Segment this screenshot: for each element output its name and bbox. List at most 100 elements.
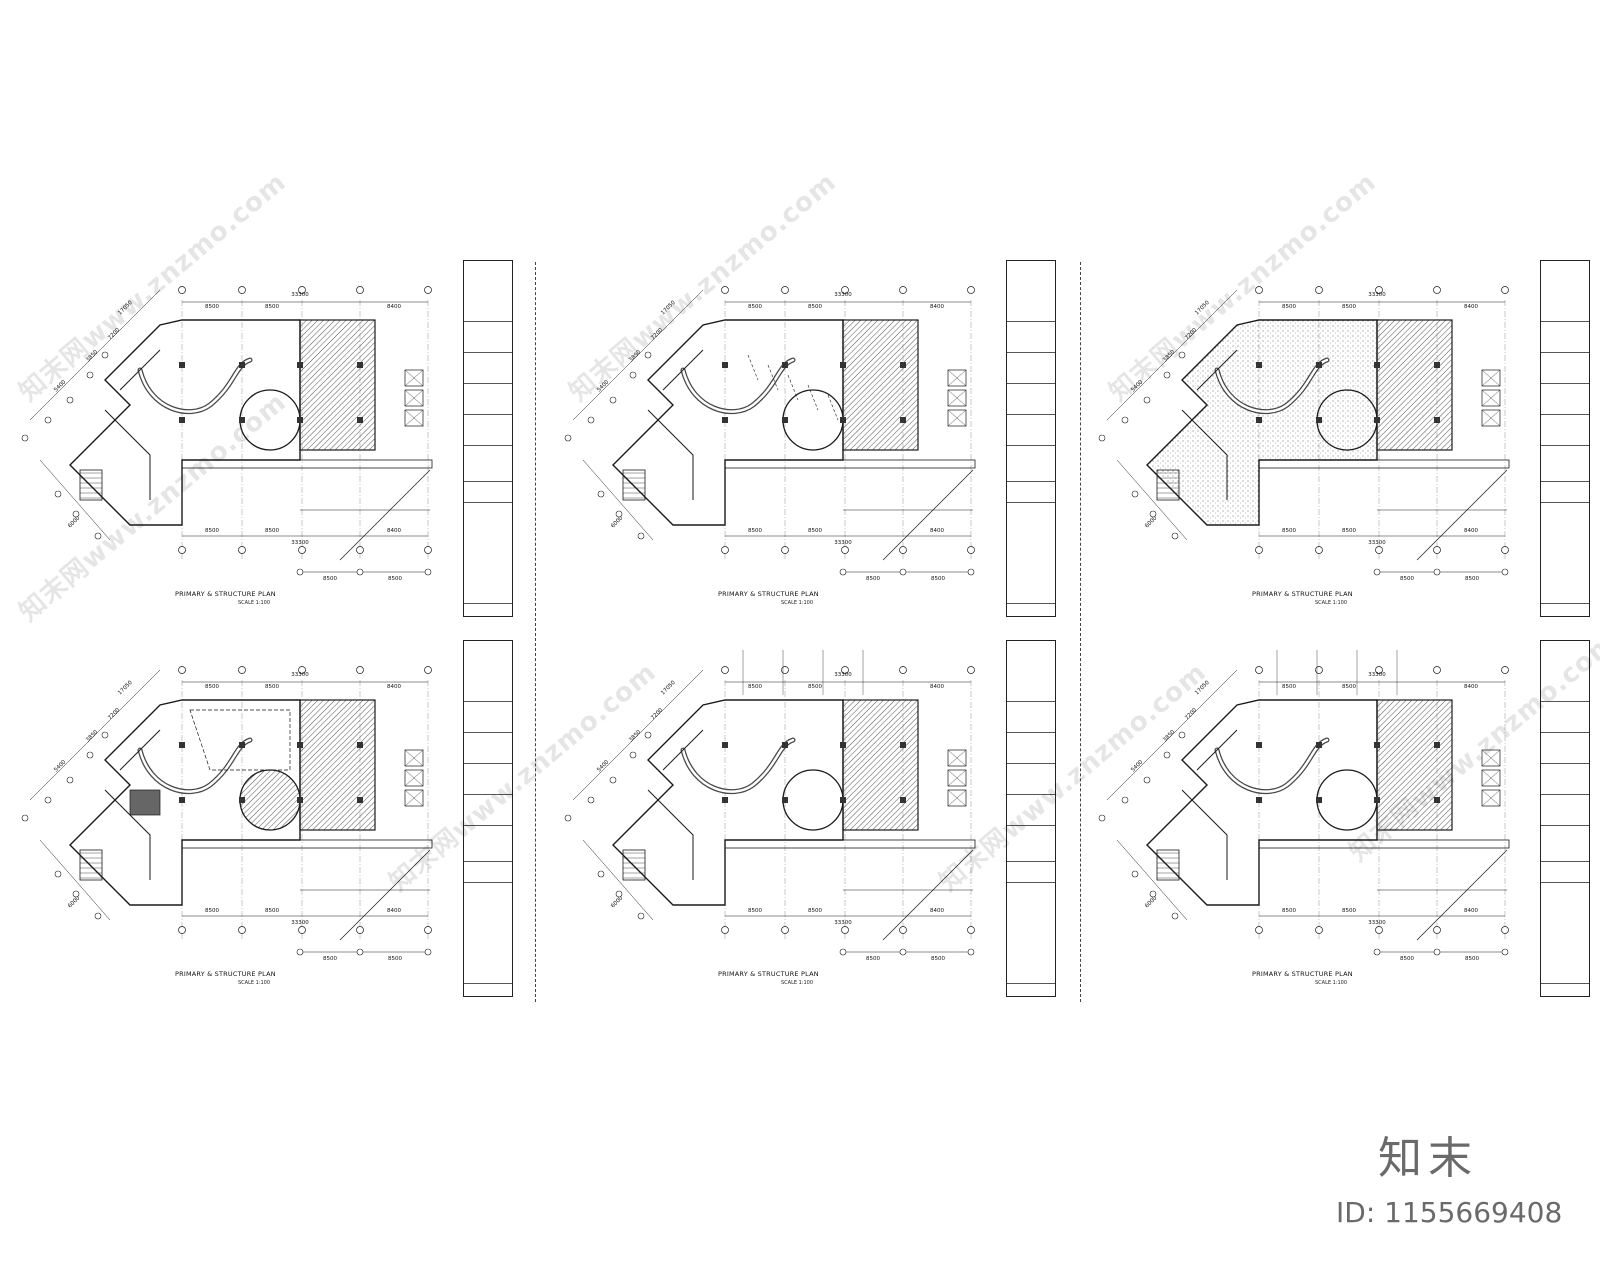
hatched-core xyxy=(1376,699,1453,831)
title-block-row xyxy=(1007,503,1055,604)
grid-bubble-bottom xyxy=(721,546,729,554)
dimension-label-lower: 8500 xyxy=(323,576,337,582)
structural-column xyxy=(900,417,906,423)
structural-column xyxy=(722,417,728,423)
structural-column xyxy=(1434,742,1440,748)
grid-bubble-side xyxy=(1149,890,1157,898)
stair-block xyxy=(622,469,646,501)
grid-bubble-bottom xyxy=(238,926,246,934)
structural-column xyxy=(1316,362,1322,368)
elevator-cross xyxy=(1481,769,1501,787)
partition-wall xyxy=(1196,349,1238,391)
structural-column xyxy=(357,362,363,368)
elevator-box xyxy=(947,409,967,427)
diagonal-dimension-line xyxy=(582,459,654,541)
dimension-label-side: 5400 xyxy=(1130,759,1144,773)
elevator-cross xyxy=(1481,369,1501,387)
dimension-label-side: 6000 xyxy=(67,895,81,909)
dimension-overall-top: 33300 xyxy=(834,672,852,678)
elevator-box xyxy=(404,749,424,767)
grid-bubble-bottom xyxy=(1375,926,1383,934)
dimension-label-lower: 8500 xyxy=(931,576,945,582)
dimension-label-side: 7200 xyxy=(650,707,664,721)
corridor-wall xyxy=(181,839,433,849)
grid-bubble-lower xyxy=(899,948,907,956)
structural-column xyxy=(297,417,303,423)
grid-bubble-top xyxy=(899,666,907,674)
elevator-cross xyxy=(404,789,424,807)
grid-bubble-top xyxy=(1501,286,1509,294)
brand-logo: 知末 xyxy=(1378,1133,1478,1184)
grid-bubble-side xyxy=(615,890,623,898)
stair-block xyxy=(79,849,103,881)
plan-scale: SCALE 1:100 xyxy=(1315,980,1348,986)
dimension-label-top: 8400 xyxy=(930,304,944,310)
grid-bubble-top xyxy=(424,666,432,674)
grid-bubble-side xyxy=(609,776,617,784)
elevator-cross xyxy=(1481,749,1501,767)
structural-column xyxy=(1434,797,1440,803)
structural-column xyxy=(782,797,788,803)
structural-column xyxy=(179,742,185,748)
grid-bubble-side xyxy=(44,796,52,804)
grid-bubble-lower xyxy=(356,568,364,576)
elevator-box xyxy=(1481,389,1501,407)
structural-column xyxy=(782,417,788,423)
grid-bubble-bottom xyxy=(1501,546,1509,554)
elevator-box xyxy=(1481,769,1501,787)
structural-column xyxy=(1316,742,1322,748)
grid-bubble-lower xyxy=(1501,568,1509,576)
dimension-overall-bottom: 33300 xyxy=(1368,540,1386,546)
dimension-label-lower: 8500 xyxy=(323,956,337,962)
title-block-row xyxy=(1007,733,1055,764)
dimension-label-top: 8500 xyxy=(1342,684,1356,690)
title-block-row xyxy=(464,862,512,883)
elevator-box xyxy=(1481,369,1501,387)
partition-wall xyxy=(104,409,151,500)
curved-feature-wall-inner xyxy=(138,738,252,793)
elevator-cross xyxy=(404,749,424,767)
dimension-label-bottom: 8500 xyxy=(265,528,279,534)
partition-wall xyxy=(119,349,161,391)
elevator-box xyxy=(404,409,424,427)
title-block-row xyxy=(464,826,512,862)
structural-column xyxy=(840,362,846,368)
title-block xyxy=(1540,640,1590,997)
plan-title: PRIMARY & STRUCTURE PLAN xyxy=(175,590,276,598)
structural-column xyxy=(782,362,788,368)
dimension-label-bottom: 8500 xyxy=(265,908,279,914)
title-block-row xyxy=(464,503,512,604)
round-room xyxy=(782,769,844,831)
elevator-cross xyxy=(947,749,967,767)
structural-column xyxy=(722,797,728,803)
grid-bubble-top xyxy=(424,286,432,294)
dimension-label-side: 6000 xyxy=(1144,895,1158,909)
partition-wall xyxy=(119,729,161,771)
title-block xyxy=(1006,640,1056,997)
structural-column xyxy=(840,417,846,423)
structural-column xyxy=(297,362,303,368)
dimension-label-bottom: 8400 xyxy=(387,908,401,914)
grid-bubble-top xyxy=(238,666,246,674)
dimension-label-side: 3850 xyxy=(1162,729,1176,743)
grid-bubble-top xyxy=(356,286,364,294)
grid-bubble-side xyxy=(94,912,102,920)
elevator-cross xyxy=(947,409,967,427)
plan-scale: SCALE 1:100 xyxy=(238,600,271,606)
structural-column xyxy=(1256,797,1262,803)
dimension-label-top: 8500 xyxy=(748,684,762,690)
grid-bubble-bottom xyxy=(298,926,306,934)
dimension-label-top: 8500 xyxy=(808,684,822,690)
grid-bubble-side xyxy=(101,351,109,359)
title-block-row xyxy=(1541,353,1589,384)
dimension-label-side: 7200 xyxy=(107,327,121,341)
corridor-wall xyxy=(1258,459,1510,469)
corridor-wall xyxy=(1258,839,1510,849)
grid-bubble-side xyxy=(1149,510,1157,518)
grid-bubble-lower xyxy=(967,568,975,576)
